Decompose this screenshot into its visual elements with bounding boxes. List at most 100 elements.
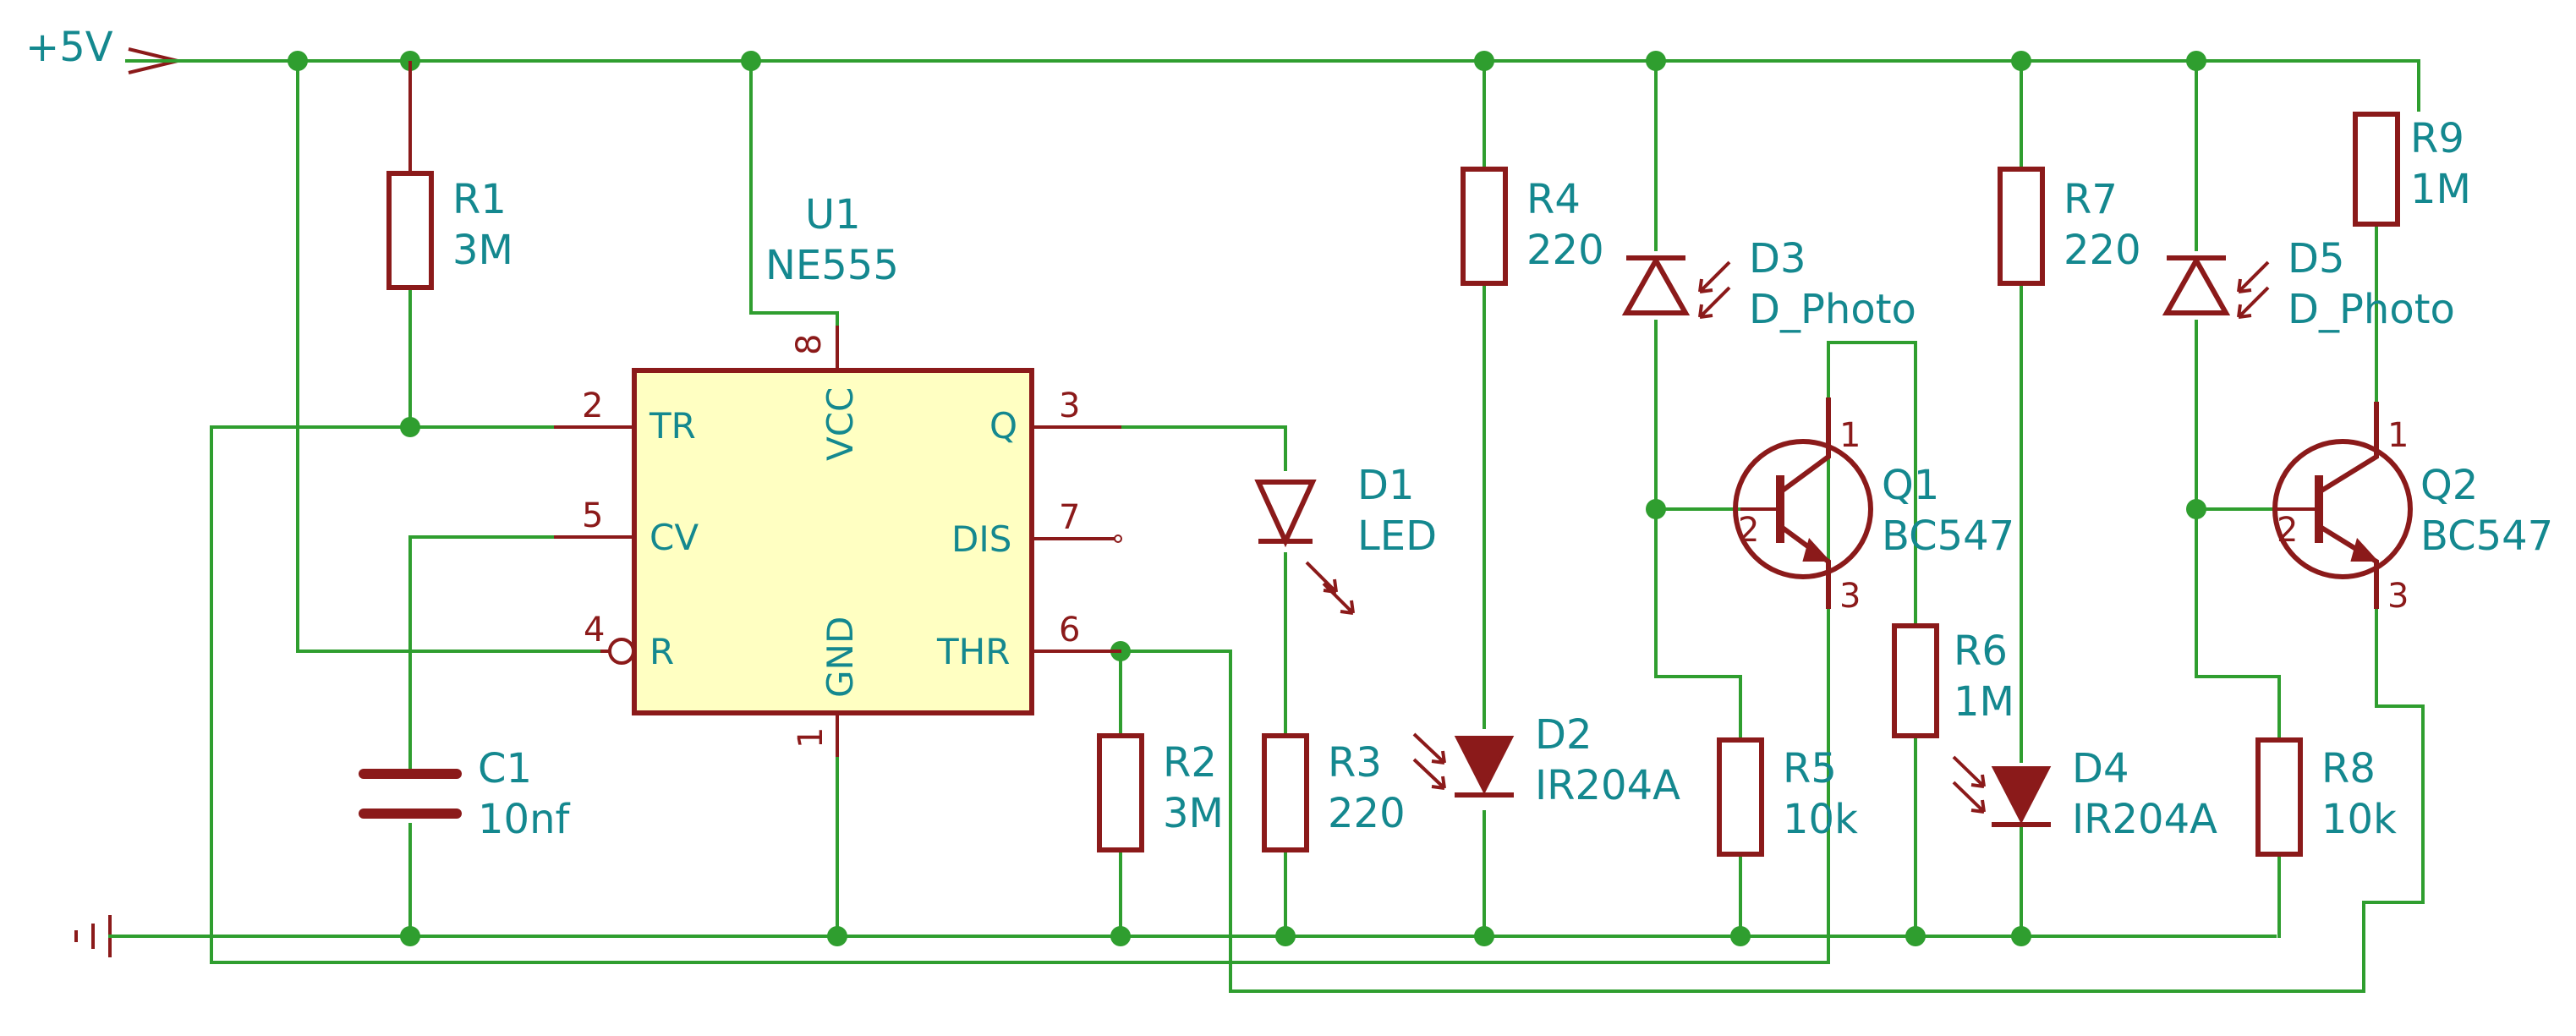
q1-pin-base: 2 [1738, 511, 1759, 550]
r4-value: 220 [1526, 227, 1604, 274]
resistor-icon [1892, 623, 1939, 738]
pin-thr-label: THR [936, 631, 1010, 672]
pin-cv-label: CV [649, 517, 699, 558]
resistor-r9[interactable]: R9 1M [2353, 112, 2471, 227]
led-d1[interactable]: D1 LED [1254, 462, 1437, 615]
resistor-icon [2255, 737, 2303, 857]
resistor-r4[interactable]: R4 220 [1461, 167, 1604, 286]
transistor-q2[interactable]: 1 2 3 Q2 BC547 [2272, 402, 2553, 616]
resistor-r6[interactable]: R6 1M [1892, 623, 2014, 738]
pin-dis-label: DIS [951, 518, 1011, 560]
ir-led-icon [1952, 755, 2052, 827]
c1-value: 10nf [478, 796, 571, 843]
inverter-bubble-icon [608, 638, 635, 665]
d3-value: D_Photo [1749, 286, 1916, 333]
npn-transistor-icon [1733, 397, 1873, 609]
q2-value: BC547 [2420, 513, 2553, 560]
d3-ref: D3 [1749, 235, 1806, 282]
q2-ref: Q2 [2420, 462, 2478, 509]
q1-value: BC547 [1882, 513, 2014, 560]
r6-ref: R6 [1954, 628, 2008, 675]
r1-value: 3M [452, 227, 513, 274]
r9-ref: R9 [2410, 115, 2464, 162]
d2-value: IR204A [1535, 762, 1680, 809]
d1-ref: D1 [1357, 462, 1415, 509]
vcc-label: +5V [25, 24, 113, 71]
resistor-r3[interactable]: R3 220 [1262, 733, 1406, 852]
r5-ref: R5 [1783, 745, 1837, 792]
r5-value: 10k [1783, 796, 1858, 843]
ground-symbol [74, 915, 112, 957]
resistor-r1[interactable]: R1 3M [386, 61, 513, 290]
q1-ref: Q1 [1882, 462, 1939, 509]
c1-ref: C1 [478, 745, 532, 792]
r9-value: 1M [2410, 166, 2471, 213]
pin-5-number: 5 [582, 496, 603, 535]
d5-ref: D5 [2288, 235, 2345, 282]
ir-led-d2[interactable]: D2 IR204A [1412, 711, 1680, 809]
r2-value: 3M [1163, 790, 1224, 837]
resistor-icon [1097, 733, 1144, 852]
r1-ref: R1 [452, 176, 507, 223]
wires [108, 59, 2425, 993]
r7-ref: R7 [2064, 176, 2118, 223]
pin-6-number: 6 [1059, 611, 1080, 650]
r4-ref: R4 [1526, 176, 1581, 223]
led-icon [1254, 480, 1355, 615]
r2-ref: R2 [1163, 739, 1217, 787]
q1-pin-emitter: 3 [1839, 577, 1861, 616]
r3-value: 220 [1328, 790, 1406, 837]
q2-pin-base: 2 [2277, 511, 2298, 550]
pin-r-label: R [649, 631, 674, 672]
capacitor-c1[interactable]: C1 10nf [359, 745, 571, 843]
r7-value: 220 [2064, 227, 2141, 274]
pin-q-label: Q [989, 405, 1017, 447]
ir-led-d4[interactable]: D4 IR204A [1952, 745, 2217, 843]
r8-value: 10k [2321, 796, 2397, 843]
photodiode-d5[interactable]: D5 D_Photo [2162, 235, 2455, 333]
resistor-icon [1998, 167, 2045, 286]
u1-value: NE555 [765, 242, 899, 289]
resistor-icon [386, 171, 434, 290]
r6-value: 1M [1954, 678, 2014, 726]
resistor-r7[interactable]: R7 220 [1998, 167, 2141, 286]
resistor-r5[interactable]: R5 10k [1717, 737, 1858, 857]
pin-8-number: 8 [790, 334, 829, 355]
d5-value: D_Photo [2288, 286, 2455, 333]
photodiode-icon [1621, 255, 1731, 319]
pin-vcc-label: VCC [819, 387, 861, 461]
q2-pin-emitter: 3 [2387, 577, 2409, 616]
r8-ref: R8 [2321, 745, 2376, 792]
pin-1-number: 1 [792, 727, 830, 748]
photodiode-icon [2162, 255, 2270, 319]
pin-tr-label: TR [649, 405, 696, 447]
pin-4-number: 4 [584, 611, 605, 650]
resistor-icon [1717, 737, 1764, 857]
resistor-icon [1461, 167, 1508, 286]
pin-3-number: 3 [1059, 386, 1080, 425]
resistor-icon [2353, 112, 2400, 227]
capacitor-icon [359, 769, 462, 819]
d4-ref: D4 [2072, 745, 2129, 792]
transistor-q1[interactable]: 1 2 3 Q1 BC547 [1733, 397, 2014, 616]
vcc-arrow-icon [128, 47, 178, 74]
pin-7-number: 7 [1059, 498, 1080, 537]
photodiode-d3[interactable]: D3 D_Photo [1621, 235, 1916, 333]
resistor-r2[interactable]: R2 3M [1097, 733, 1224, 852]
q2-pin-collector: 1 [2387, 416, 2409, 455]
ic-body [632, 368, 1034, 715]
vcc-symbol: +5V [25, 24, 178, 74]
pin-gnd-label: GND [819, 617, 861, 698]
resistor-icon [1262, 733, 1309, 852]
pin-2-number: 2 [582, 386, 603, 425]
d4-value: IR204A [2072, 796, 2217, 843]
npn-transistor-icon [2272, 402, 2413, 609]
q1-pin-collector: 1 [1839, 416, 1861, 455]
d1-value: LED [1357, 513, 1437, 560]
ir-led-icon [1412, 732, 1515, 798]
r3-ref: R3 [1328, 739, 1382, 787]
resistor-r8[interactable]: R8 10k [2255, 737, 2397, 857]
u1-ref: U1 [805, 191, 861, 238]
ic-u1-ne555[interactable]: U1 NE555 8 VCC 2 TR 5 CV 4 R 1 GND 3 Q 7… [554, 191, 1122, 757]
